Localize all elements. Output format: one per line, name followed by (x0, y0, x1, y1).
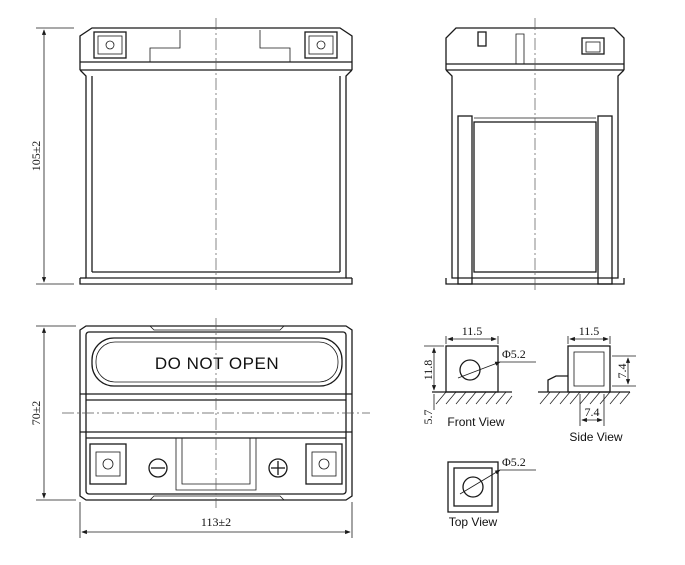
terminal-top-view: Φ5.2 Top View (447, 455, 536, 529)
positive-terminal-mark (268, 458, 288, 478)
terminal-front-caption: Front View (447, 415, 504, 429)
terminal-front-width-label: 11.5 (462, 324, 483, 338)
side-elevation-view (445, 18, 625, 292)
width-dimension-label: 113±2 (201, 515, 231, 529)
terminal-side-caption: Side View (569, 430, 622, 444)
terminal-side-height-label: 7.4 (615, 364, 629, 379)
negative-terminal-mark (148, 458, 168, 478)
terminal-front-offset-label: 5.7 (421, 410, 435, 425)
lid-warning-plate (91, 337, 343, 387)
terminal-side-depth-label: 7.4 (585, 405, 600, 419)
terminal-front-view: Φ5.2 11.5 11.8 5.7 Front View (421, 324, 536, 429)
lid-warning-text: DO NOT OPEN (155, 354, 279, 373)
terminal-side-view: 11.5 7.4 7.4 Side View (538, 324, 636, 444)
terminal-top-hole-label: Φ5.2 (502, 455, 526, 469)
front-elevation-view: 105±2 (29, 18, 353, 292)
height-dimension-label: 105±2 (29, 141, 43, 172)
terminal-front-hole-label: Φ5.2 (502, 347, 526, 361)
depth-dimension-label: 70±2 (29, 401, 43, 426)
top-plan-view: DO NOT OPEN 113±2 70±2 (29, 318, 370, 538)
terminal-front-height-label: 11.8 (421, 360, 435, 381)
terminal-top-caption: Top View (449, 515, 498, 529)
terminal-side-width-label: 11.5 (579, 324, 600, 338)
